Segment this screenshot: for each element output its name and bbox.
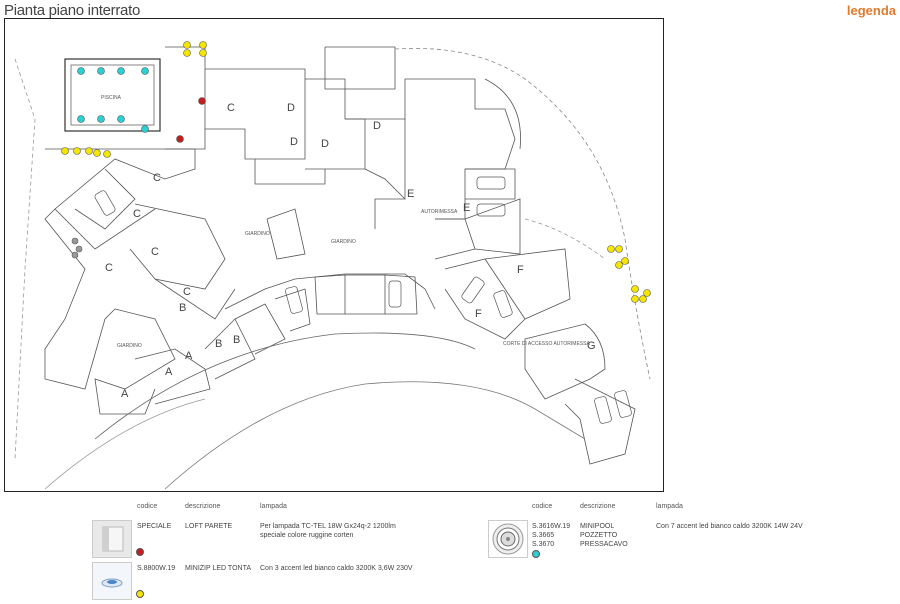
room-label: GIARDINO (331, 239, 356, 245)
legend-header-description-2: descrizione (580, 503, 616, 510)
fixture-cyan (77, 115, 85, 123)
fixture-cyan (97, 67, 105, 75)
fixture-yellow (621, 257, 629, 265)
zone-letter: F (475, 308, 482, 320)
legend-lamp-2: Con 3 accent led bianco caldo 3200K 3,6W… (260, 565, 413, 572)
legend-header-lamp-2: lampada (656, 503, 683, 510)
zone-letter: D (373, 120, 381, 132)
fixture-cyan (117, 115, 125, 123)
wall-light-icon (92, 520, 132, 558)
fixture-yellow (103, 150, 111, 158)
fixture-yellow (73, 147, 81, 155)
fixture-cyan (97, 115, 105, 123)
zone-letter: C (151, 246, 159, 258)
zone-letter: F (517, 264, 524, 276)
fixture-grey (71, 251, 79, 259)
legend-description-3: MINIPOOL POZZETTO PRESSACAVO (580, 523, 628, 548)
page-title: Pianta piano interrato (4, 2, 140, 19)
fixture-grey (71, 237, 79, 245)
legend-title: legenda (846, 3, 896, 18)
fixture-yellow (199, 49, 207, 57)
room-label: AUTORIMESSA (421, 209, 458, 215)
fixture-yellow (93, 149, 101, 157)
recessed-light-icon (92, 562, 132, 600)
fixture-yellow (615, 245, 623, 253)
pool-light-icon (488, 520, 528, 558)
zone-letter: B (215, 338, 222, 350)
legend-code-3: S.3616W.19 S.3665 S.3670 (532, 523, 571, 548)
room-label: GIARDINO (245, 231, 270, 237)
zone-letter: D (290, 136, 298, 148)
legend-header-lamp: lampada (260, 503, 287, 510)
fixture-yellow (631, 295, 639, 303)
room-label: CORTE DI ACCESSO AUTORIMESSA (503, 341, 590, 347)
fixture-yellow (639, 295, 647, 303)
legend-code-1: SPECIALE (137, 523, 172, 530)
fixture-yellow (61, 147, 69, 155)
legend-swatch-red (136, 548, 144, 556)
zone-letter: A (165, 366, 173, 378)
zone-letter: E (463, 202, 470, 214)
zone-letter: B (179, 302, 186, 314)
legend-header-code-2: codice (532, 503, 553, 510)
zone-letter: C (227, 102, 235, 114)
fixture-cyan (141, 125, 149, 133)
fixture-red (198, 97, 206, 105)
zone-letter: A (121, 388, 129, 400)
legend-lamp-1: Per lampada TC-TEL 18W Gx24q-2 1200lm sp… (260, 523, 396, 539)
zone-letter: G (587, 340, 596, 352)
fixture-cyan (117, 67, 125, 75)
zone-letter: D (321, 138, 329, 150)
fixture-cyan (141, 67, 149, 75)
legend-header-description: descrizione (185, 503, 221, 510)
fixture-yellow (85, 147, 93, 155)
legend-lamp-3: Con 7 accent led bianco caldo 3200K 14W … (656, 523, 803, 530)
fixture-yellow (183, 41, 191, 49)
zone-letter: C (183, 286, 191, 298)
fixture-yellow (199, 41, 207, 49)
legend-swatch-cyan (532, 550, 540, 558)
fixture-grey (75, 245, 83, 253)
fixture-yellow (631, 285, 639, 293)
legend-description-1: LOFT PARETE (185, 523, 233, 530)
room-label: GIARDINO (117, 343, 142, 349)
zone-letter: A (185, 350, 193, 362)
fixture-cyan (77, 67, 85, 75)
legend-swatch-yellow (136, 590, 144, 598)
fixture-yellow (607, 245, 615, 253)
room-label: PISCINA (101, 95, 122, 101)
legend-code-2: S.8800W.19 (137, 565, 176, 572)
zone-letter: E (407, 188, 414, 200)
zone-letter: C (105, 262, 113, 274)
legend-description-2: MINIZIP LED TONTA (185, 565, 251, 572)
fixture-yellow (643, 289, 651, 297)
zone-letter: D (287, 102, 295, 114)
zone-letter: C (153, 172, 161, 184)
fixture-yellow (183, 49, 191, 57)
fixture-yellow (615, 261, 623, 269)
zone-letter: C (133, 208, 141, 220)
legend-header-code: codice (137, 503, 158, 510)
fixture-red (176, 135, 184, 143)
zone-letter: B (233, 334, 240, 346)
